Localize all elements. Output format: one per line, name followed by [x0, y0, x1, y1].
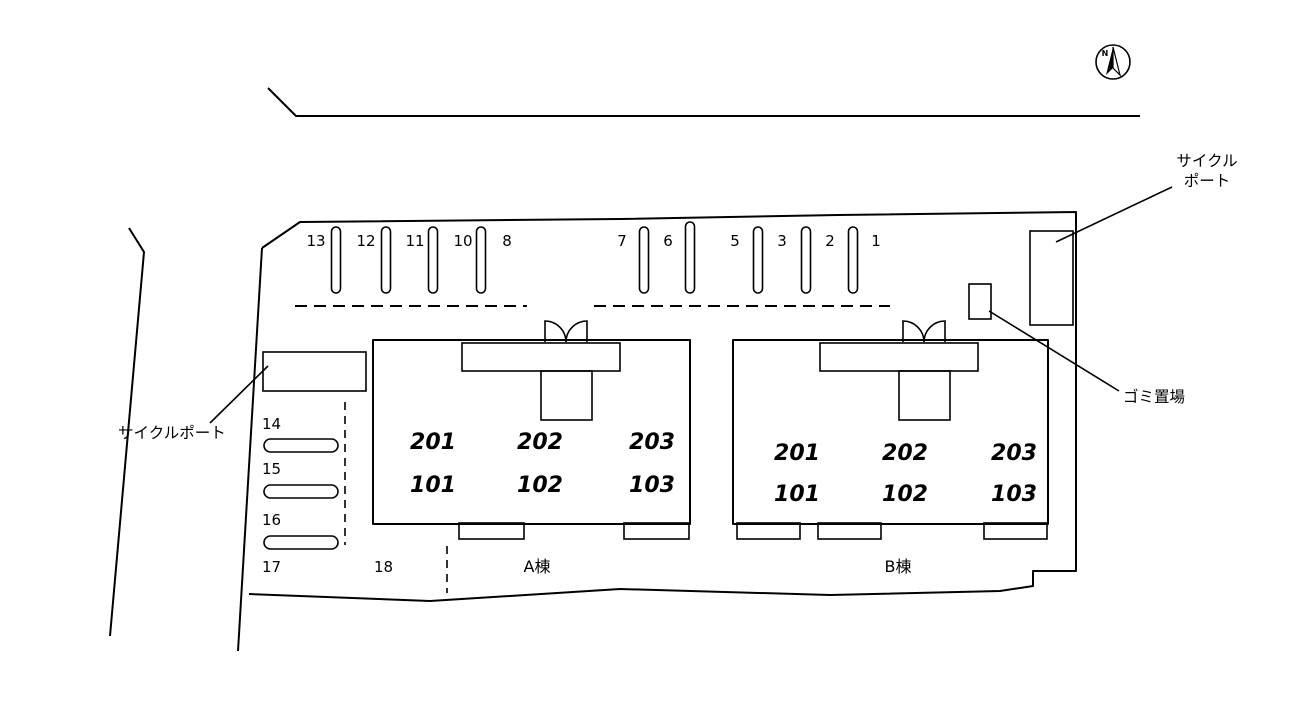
building-a-entrance-canopy: [461, 342, 621, 372]
parking-divider: [752, 226, 764, 294]
left-road-line: [109, 227, 145, 637]
parking-divider: [684, 221, 696, 294]
parking-number: 14: [262, 415, 281, 433]
room-number: 202: [882, 441, 928, 466]
room-number: 103: [629, 473, 675, 498]
parking-divider: [263, 438, 339, 453]
parking-number: 8: [502, 232, 512, 250]
parking-divider: [380, 226, 392, 294]
garbage-leader-line: [988, 310, 1120, 392]
site-boundary-left-edge: [237, 247, 263, 652]
room-number: 203: [991, 441, 1037, 466]
cycle-port-right-label-line2: ポート: [1184, 172, 1231, 190]
parking-number: 10: [453, 232, 472, 250]
parking-number: 16: [262, 511, 281, 529]
building-b-entrance-door-left: [902, 320, 925, 343]
building-a-entrance-door-left: [544, 320, 567, 343]
room-number: 202: [517, 430, 563, 455]
building-b-entrance-hall: [898, 370, 951, 421]
building-b-entrance-door-right: [923, 320, 946, 343]
garbage-label: ゴミ置場: [1123, 387, 1185, 406]
building-a-outline: [372, 339, 691, 525]
parking-number: 1: [871, 232, 881, 250]
building-b: 201 202 203 101 102 103 B棟: [732, 320, 1049, 576]
site-boundary: [248, 211, 1077, 602]
parking-dividers-top-left: [330, 226, 487, 294]
building-a-porch: [623, 522, 690, 540]
cycle-port-right-rect: [1029, 230, 1074, 326]
room-number: 102: [882, 482, 928, 507]
cycle-port-right-label-line1: サイクル: [1176, 152, 1237, 170]
parking-number: 12: [356, 232, 375, 250]
parking-divider: [427, 226, 439, 294]
parking-divider: [638, 226, 650, 294]
compass-north-letter: N: [1102, 49, 1109, 58]
building-a: 201 202 203 101 102 103 A棟: [372, 320, 691, 576]
parking-divider: [263, 535, 339, 550]
compass-needle-right: [1112, 46, 1122, 77]
garbage-area-rect: [968, 283, 992, 320]
parking-number: 2: [825, 232, 835, 250]
compass-circle: [1095, 44, 1131, 80]
cycle-port-left-rect: [262, 351, 367, 392]
building-a-label: A棟: [524, 557, 551, 576]
parking-number: 17: [262, 558, 281, 576]
top-road-line: [267, 87, 1140, 117]
room-number: 103: [991, 482, 1037, 507]
parking-number: 15: [262, 460, 281, 478]
room-number: 201: [774, 441, 820, 466]
building-a-entrance-hall: [540, 370, 593, 421]
building-a-entrance-door-right: [565, 320, 588, 343]
parking-number: 5: [730, 232, 740, 250]
room-number: 101: [410, 473, 456, 498]
room-number: 101: [774, 482, 820, 507]
parking-number: 6: [663, 232, 673, 250]
parking-divider: [847, 226, 859, 294]
building-a-porch: [458, 522, 525, 540]
parking-dividers-top-right: [638, 221, 859, 294]
north-compass: N: [1095, 44, 1131, 80]
parking-left-column: 14 15 16 17: [262, 415, 339, 576]
cycle-port-right-leader-line: [1055, 186, 1173, 243]
cycle-port-right-label: サイクル ポート: [1176, 152, 1237, 190]
parking-divider: [330, 226, 342, 294]
cycle-port-left-leader-line: [209, 365, 269, 424]
parking-divider: [800, 226, 812, 294]
building-b-porch: [736, 522, 801, 540]
room-number: 203: [629, 430, 675, 455]
building-b-entrance-canopy: [819, 342, 979, 372]
parking-numbers-top-left: 13 12 11 10 8: [306, 232, 511, 250]
parking-number: 18: [374, 558, 393, 576]
parking-number: 11: [405, 232, 424, 250]
parking-numbers-top-right: 7 6 5 3 2 1: [617, 232, 881, 250]
room-number: 201: [410, 430, 456, 455]
building-b-outline: [732, 339, 1049, 525]
building-b-porch: [983, 522, 1048, 540]
cycle-port-left-label: サイクルポート: [118, 424, 226, 442]
parking-number: 7: [617, 232, 627, 250]
building-b-porch: [817, 522, 882, 540]
parking-number: 13: [306, 232, 325, 250]
compass-needle-left: [1106, 47, 1113, 75]
parking-number: 3: [777, 232, 787, 250]
room-number: 102: [517, 473, 563, 498]
parking-divider: [263, 484, 339, 499]
building-b-label: B棟: [885, 557, 912, 576]
parking-divider: [475, 226, 487, 294]
